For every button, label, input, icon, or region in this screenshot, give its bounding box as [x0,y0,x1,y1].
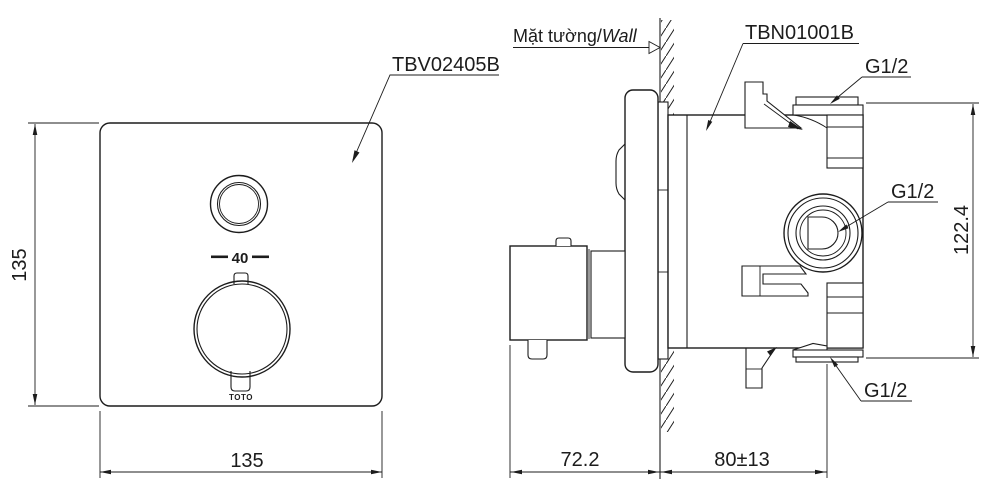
pipe-elbow [793,114,828,129]
faceplate-side [615,89,659,373]
clip-outline [744,81,803,129]
port-ring [799,209,847,257]
label-leader [706,43,744,130]
mounting-clip-top [744,81,803,130]
temperature-dash-right [252,255,269,259]
dim-arrow-icon [32,394,38,405]
wall-label-en: Wall [602,26,638,46]
port-ring [795,205,851,261]
block-outline [826,114,864,169]
dim-front-height: 135 [9,122,99,407]
pipe-body [792,104,864,116]
dim-front-width: 135 [99,411,383,478]
temperature-marking: 40 [232,250,249,267]
push-button-face [219,184,259,224]
dim-embed-depth-text: 80±13 [714,449,769,471]
connector-block-bottom [826,282,864,349]
dim-arrow-icon [32,124,38,135]
leader-arrow-icon [838,224,849,232]
clip-outline [741,265,809,297]
temperature-indicator: 40 [211,250,269,267]
knob-inner-ring [196,283,288,375]
dim-side-height-text: 122.4 [951,205,973,255]
dim-side-height: 122.4 [866,102,979,359]
dim-arrow-icon [815,469,826,475]
leader-arrow-icon [830,95,840,104]
mounting-clip-middle [741,265,809,297]
push-button [209,174,269,234]
knob-base [590,250,626,339]
mounting-clip-bottom [745,347,777,389]
open-arrow-icon [648,40,661,55]
leader-arrow-icon [830,357,839,368]
knob-body [509,245,588,341]
dim-protrusion: 72.2 [509,345,660,478]
dim-protrusion-text: 72.2 [561,449,600,471]
clip-tip [788,121,803,130]
valve-body [657,81,864,389]
temperature-knob: TOTO [193,272,291,402]
wall-label-vi: Mặt tường/ [513,26,602,46]
wall-label-text: Mặt tường/Wall [513,26,638,46]
dim-front-width-text: 135 [230,450,263,472]
dim-arrow-icon [100,469,111,475]
push-button-inner-ring [216,181,262,227]
leader-arrow-icon [352,150,360,163]
label-leader [840,201,889,231]
brand-logo: TOTO [229,393,253,402]
pipe-flange [795,356,859,363]
pipe-flange [795,96,859,106]
dim-arrow-icon [511,469,522,475]
faceplate [99,122,383,407]
dim-arrow-icon [648,469,659,475]
knob-top-tab [233,272,249,284]
knob-top-tab [555,237,572,246]
valve-part-label: TBN01001B [706,22,859,131]
thread-label-top-text: G1/2 [865,56,908,78]
dim-front-height-text: 135 [9,248,31,281]
dim-arrow-icon [661,469,672,475]
port-socket [807,216,839,250]
part-label-front: TBV02405B [352,54,500,163]
button-profile [615,143,626,201]
thread-label-middle: G1/2 [838,181,938,232]
port-outer-ring [783,193,863,273]
knob-bottom-tab [527,340,548,360]
knob-bottom-tab [230,371,251,392]
port-ring [787,197,859,269]
dim-embed-depth: 80±13 [660,364,828,478]
outlet-port-middle [783,193,863,273]
dim-arrow-icon [970,346,976,357]
thread-label-middle-text: G1/2 [891,181,934,203]
temperature-dash-left [211,255,228,259]
dim-arrow-icon [970,104,976,115]
dim-arrow-icon [371,469,382,475]
knob-side [509,237,626,360]
clip-outline [745,348,775,389]
pipe-body [792,349,864,358]
label-leader [831,359,862,402]
leader-arrow-icon [706,120,713,131]
thread-label-top: G1/2 [830,56,911,104]
wall-label: Mặt tường/Wall [513,26,661,55]
part-label-front-leader [352,74,499,161]
clip-tip [767,347,777,356]
part-label-front-text: TBV02405B [392,54,500,76]
push-button-outer-ring [209,174,269,234]
thread-label-bottom-text: G1/2 [864,380,907,402]
block-outline [826,282,864,349]
thread-label-bottom: G1/2 [830,357,912,402]
front-view: 40 TOTO TBV02405B 135 [9,54,500,478]
connector-block-top [826,114,864,169]
side-view: 72.2 80±13 122.4 Mặt tường/Wall TBN01001… [509,18,979,479]
inlet-port-bottom [792,342,864,363]
valve-part-label-text: TBN01001B [745,22,854,44]
faceplate-edge [624,89,659,373]
knob-outer-ring [193,280,291,378]
mounting-flange [657,101,669,360]
